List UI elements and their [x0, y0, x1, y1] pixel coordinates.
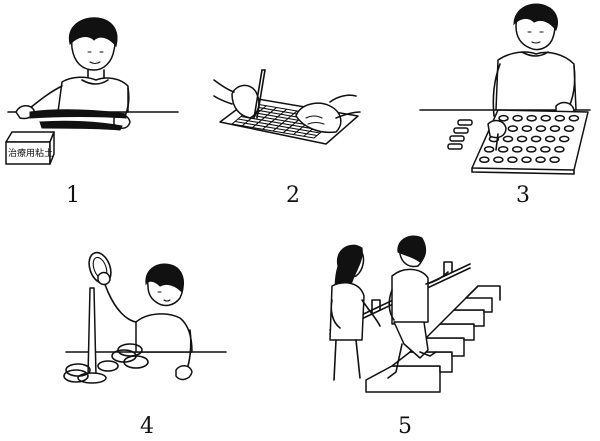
peg-hole — [540, 145, 551, 153]
ring-pile — [63, 343, 149, 383]
peg-hole — [511, 145, 523, 153]
peg-hole — [498, 114, 509, 122]
clay-box-label: 治療用粘土 — [8, 147, 53, 159]
peg-hole — [521, 125, 533, 132]
peg-hole — [507, 125, 519, 132]
panel-5-stair-climbing — [329, 235, 501, 393]
panel-3-number: 3 — [516, 183, 530, 208]
panel-1-number: 1 — [66, 183, 80, 208]
panel-4-ring-toss — [63, 251, 227, 384]
panel-1-clay-rolling: 治療用粘土 — [5, 17, 179, 165]
peg-hole — [493, 156, 504, 164]
peg-hole — [558, 135, 570, 143]
peg-hole — [544, 135, 556, 143]
panel-2-grid-drawing — [213, 69, 361, 145]
peg-hole — [530, 135, 542, 143]
panel-2-number: 2 — [286, 183, 300, 208]
peg-hole — [563, 125, 575, 132]
peg-hole — [540, 114, 551, 122]
panel-4-number: 4 — [140, 414, 154, 439]
peg-hole — [507, 156, 518, 164]
peg-hole — [521, 156, 532, 164]
peg-hole — [568, 114, 580, 122]
peg-hole — [549, 125, 561, 132]
peg-hole — [497, 145, 509, 153]
peg-hole — [549, 156, 560, 164]
peg-hole — [535, 156, 546, 164]
peg-hole — [479, 156, 490, 164]
peg-hole — [526, 114, 537, 122]
peg-hole — [483, 145, 495, 153]
pegboard-holes — [479, 114, 580, 164]
loose-pegs — [447, 119, 473, 150]
peg-hole — [502, 135, 514, 143]
peg-hole — [554, 145, 565, 153]
peg-hole — [512, 114, 523, 122]
panel-3-pegboard — [419, 3, 591, 175]
grid-line — [237, 118, 321, 134]
staircase — [365, 285, 501, 393]
peg-hole — [526, 145, 537, 153]
peg-hole — [554, 114, 566, 122]
grid-line — [234, 120, 318, 137]
panel-5-number: 5 — [398, 414, 412, 439]
grid-line — [231, 123, 315, 139]
peg-hole — [535, 125, 547, 132]
peg-hole — [516, 135, 528, 143]
